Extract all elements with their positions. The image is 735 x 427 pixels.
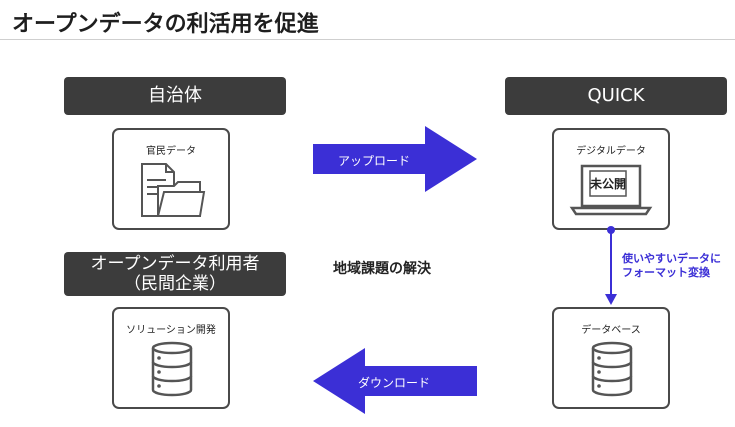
- public-private-data-card: 官民データ: [112, 128, 230, 230]
- digital-data-card: デジタルデータ 未公開: [552, 128, 670, 230]
- download-label: ダウンロード: [358, 376, 431, 390]
- card-label: デジタルデータ: [576, 146, 646, 157]
- open-data-users-line1: オープンデータ利用者: [90, 254, 260, 274]
- conversion-connector: [605, 226, 617, 305]
- card-label: データベース: [581, 325, 641, 336]
- page-title: オープンデータの利活用を促進: [12, 12, 319, 37]
- quick-label: QUICK: [505, 77, 727, 115]
- database-card: データベース: [552, 307, 670, 409]
- local-government-label: 自治体: [64, 77, 286, 115]
- solution-development-card: ソリューション開発: [112, 307, 230, 409]
- laptop-icon: [569, 164, 653, 216]
- download-arrow: [313, 348, 477, 414]
- database-icon: [151, 341, 193, 397]
- format-conversion-text: 使いやすいデータに フォーマット変換: [622, 252, 721, 280]
- document-folder-icon: [141, 163, 206, 217]
- database-icon: [591, 341, 633, 397]
- title-divider: [0, 39, 735, 40]
- card-label: 官民データ: [146, 146, 196, 157]
- regional-issues-text: 地域課題の解決: [333, 261, 431, 277]
- format-conversion-line1: 使いやすいデータに: [622, 252, 721, 265]
- card-label: ソリューション開発: [126, 325, 216, 336]
- upload-label: アップロード: [338, 154, 411, 168]
- unpublished-label: 未公開: [589, 177, 626, 191]
- open-data-users-line2: （民間企業）: [124, 274, 226, 294]
- open-data-users-label: オープンデータ利用者 （民間企業）: [64, 252, 286, 296]
- upload-arrow: [313, 126, 477, 192]
- format-conversion-line2: フォーマット変換: [622, 266, 710, 279]
